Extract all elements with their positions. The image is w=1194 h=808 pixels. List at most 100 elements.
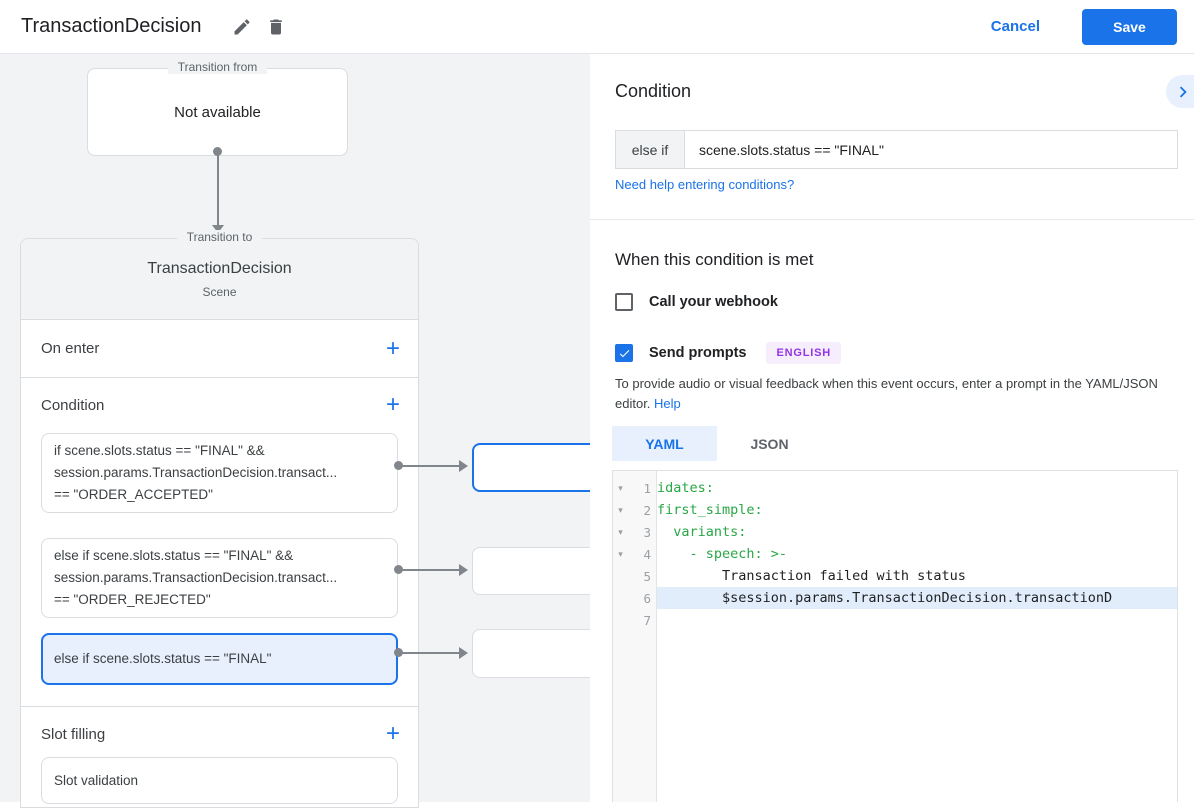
line-number: 2 (643, 502, 651, 518)
flow-arrow-down (217, 154, 219, 225)
scene-type: Scene (202, 284, 237, 299)
help-link[interactable]: Help (654, 396, 681, 412)
condition-section: Condition + if scene.slots.status == "FI… (21, 378, 418, 707)
prompts-checkbox[interactable] (615, 344, 633, 362)
condition-section-header: Condition + (21, 390, 418, 420)
section-divider (590, 219, 1194, 220)
condition-prefix: else if (616, 131, 685, 168)
editor-tabs: YAML JSON (612, 426, 822, 461)
add-slot-button[interactable]: + (385, 720, 400, 747)
line-number: 3 (643, 524, 651, 540)
flow-arrow-down-head (212, 225, 224, 233)
gutter-row: ▾ 3 (613, 521, 656, 543)
edit-scene-button[interactable] (225, 10, 259, 44)
condition-text: else if scene.slots.status == "FINAL" && (54, 548, 294, 563)
condition-editor-panel: Condition else if scene.slots.status == … (590, 54, 1194, 802)
add-condition-button[interactable]: + (385, 391, 400, 418)
transition-to-node: Transition to TransactionDecision Scene … (20, 230, 419, 808)
line-number: 7 (643, 612, 651, 628)
condition-input[interactable]: scene.slots.status == "FINAL" (699, 141, 885, 158)
condition-card-order-rejected[interactable]: else if scene.slots.status == "FINAL" &&… (41, 538, 398, 618)
line-number: 5 (643, 568, 651, 584)
language-badge: ENGLISH (766, 342, 841, 364)
transition-from-value: Not available (174, 103, 261, 121)
code-line: first_simple: (657, 502, 763, 518)
top-bar: TransactionDecision Cancel Save (0, 0, 1194, 54)
tab-yaml[interactable]: YAML (612, 426, 717, 461)
scene-header: TransactionDecision Scene (21, 239, 418, 320)
pencil-icon (234, 18, 250, 34)
slot-validation-card[interactable]: Slot validation (41, 757, 398, 804)
flow-arrow-right-head (459, 647, 468, 659)
check-icon (619, 349, 629, 357)
prompt-note-text: To provide audio or visual feedback when… (615, 376, 1158, 412)
on-enter-label: On enter (41, 340, 100, 357)
code-line (657, 609, 1177, 631)
condition-text: session.params.TransactionDecision.trans… (54, 465, 338, 480)
fold-chevron-down-icon[interactable]: ▾ (618, 548, 623, 559)
gutter-row: ▾ 2 (613, 499, 656, 521)
tab-json[interactable]: JSON (750, 435, 789, 452)
code-line: Transaction failed with status (657, 568, 966, 584)
fold-chevron-down-icon[interactable]: ▾ (618, 504, 623, 515)
connector-dot (394, 648, 403, 657)
code-line: - speech: >- (657, 546, 788, 562)
line-number: 1 (643, 480, 651, 496)
condition-card-order-accepted[interactable]: if scene.slots.status == "FINAL" && sess… (41, 433, 398, 513)
transition-from-label: Transition from (167, 60, 268, 74)
add-on-enter-button[interactable]: + (385, 334, 400, 362)
gutter-row: 6 (613, 587, 656, 609)
code-line-highlighted: $session.params.TransactionDecision.tran… (657, 587, 1177, 609)
editor-gutter: ▾ 1 ▾ 2 ▾ 3 ▾ 4 5 6 (613, 471, 657, 802)
transition-target-box-2[interactable] (472, 547, 600, 595)
flow-arrow-right-head (459, 564, 468, 576)
gutter-row: 5 (613, 565, 656, 587)
flow-canvas: Transition from Not available Transition… (0, 54, 600, 808)
flow-arrow-right (401, 569, 460, 571)
code-line: idates: (657, 480, 714, 496)
flow-arrow-right (401, 465, 460, 467)
line-number: 6 (643, 590, 651, 606)
delete-scene-button[interactable] (259, 10, 293, 44)
slot-filling-section: Slot filling + Slot validation (21, 707, 418, 804)
condition-text: else if scene.slots.status == "FINAL" (54, 651, 272, 666)
chevron-right-icon (1179, 86, 1187, 97)
webhook-label: Call your webhook (649, 294, 778, 310)
collapse-panel-button[interactable] (1166, 75, 1194, 108)
webhook-checkbox[interactable] (615, 293, 633, 311)
fold-chevron-down-icon[interactable]: ▾ (618, 526, 623, 537)
gutter-row: ▾ 1 (613, 477, 656, 499)
when-condition-title: When this condition is met (615, 250, 814, 269)
conditions-help-link[interactable]: Need help entering conditions? (615, 177, 795, 192)
transition-target-box-3[interactable] (472, 629, 600, 678)
connector-dot (394, 461, 403, 470)
slot-filling-header: Slot filling + (21, 719, 418, 749)
webhook-checkbox-row[interactable]: Call your webhook (615, 293, 778, 311)
page-title: TransactionDecision (21, 15, 202, 37)
trash-icon (270, 19, 283, 34)
condition-text: if scene.slots.status == "FINAL" && (54, 443, 265, 458)
prompts-label: Send prompts (649, 345, 747, 361)
save-button[interactable]: Save (1082, 8, 1177, 45)
on-enter-row[interactable]: On enter + (21, 320, 418, 378)
transition-to-label: Transition to (176, 230, 263, 244)
connector-dot (394, 565, 403, 574)
cancel-button[interactable]: Cancel (985, 17, 1046, 36)
line-number: 4 (643, 546, 651, 562)
yaml-editor[interactable]: ▾ 1 ▾ 2 ▾ 3 ▾ 4 5 6 (612, 470, 1178, 802)
flow-arrow-right-head (459, 460, 468, 472)
scene-name: TransactionDecision (147, 259, 292, 277)
editor-code-area[interactable]: idates: first_simple: variants: - speech… (657, 471, 1177, 802)
transition-target-box-1[interactable] (472, 443, 600, 492)
slot-filling-label: Slot filling (41, 725, 106, 743)
condition-text: == "ORDER_REJECTED" (54, 592, 211, 607)
prompt-note: To provide audio or visual feedback when… (615, 374, 1175, 414)
gutter-row: 7 (613, 609, 656, 631)
transition-from-node[interactable]: Transition from Not available (87, 60, 348, 156)
fold-chevron-down-icon[interactable]: ▾ (618, 482, 623, 493)
condition-text: session.params.TransactionDecision.trans… (54, 570, 338, 585)
condition-card-selected[interactable]: else if scene.slots.status == "FINAL" (41, 633, 398, 685)
code-line: variants: (657, 524, 747, 540)
prompts-checkbox-row[interactable]: Send prompts ENGLISH (615, 342, 841, 364)
condition-section-label: Condition (41, 396, 105, 414)
